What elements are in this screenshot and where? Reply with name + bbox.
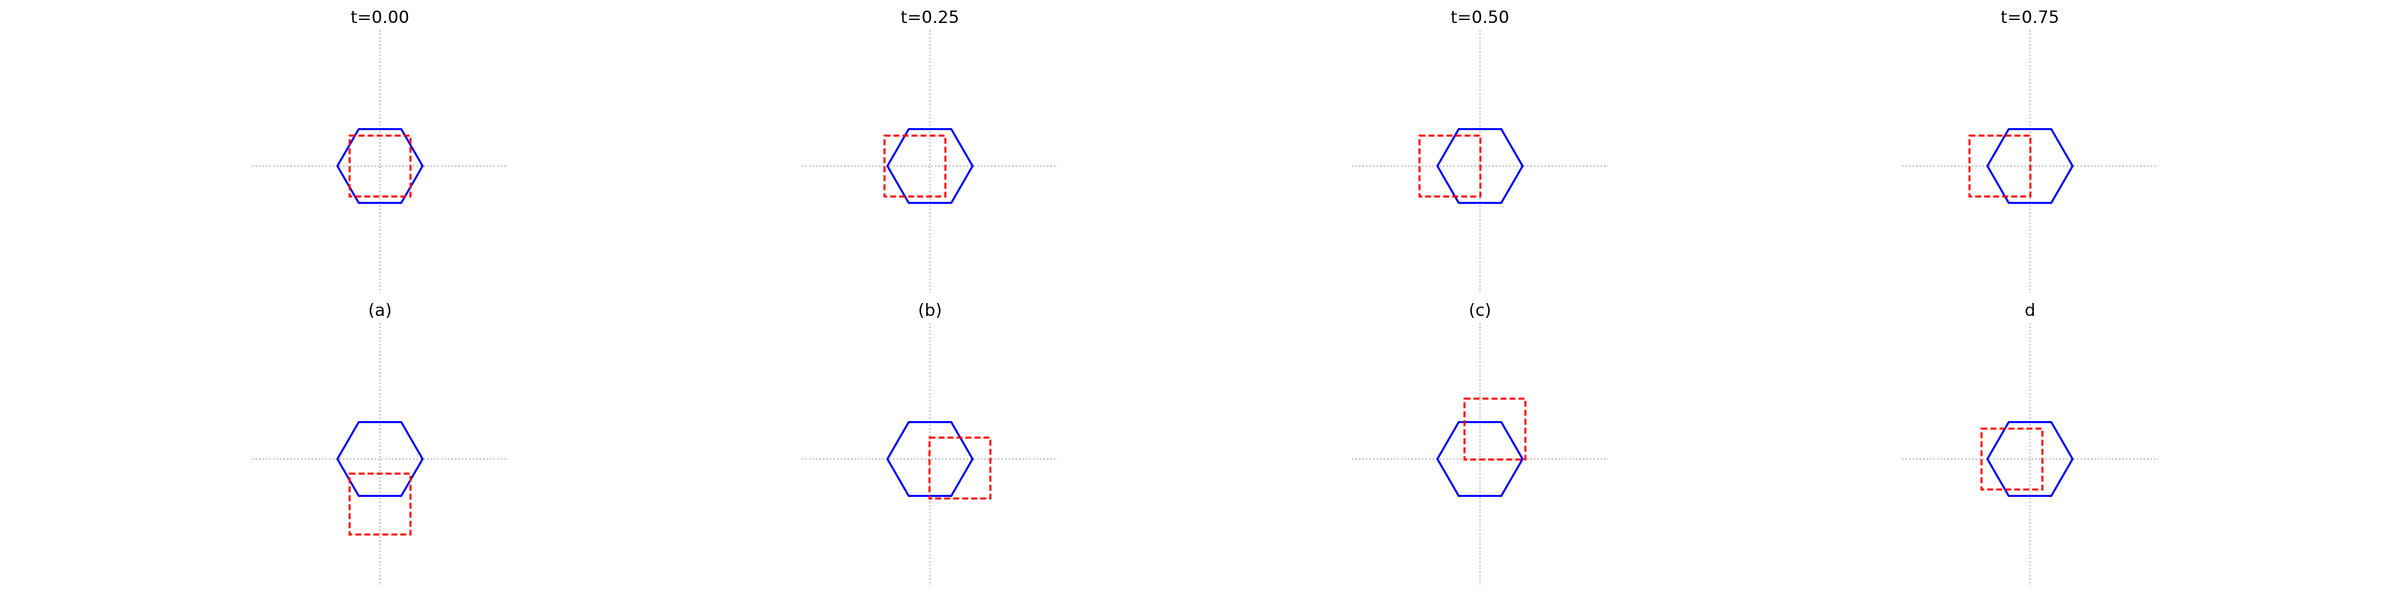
panel-p8: d	[1902, 301, 2158, 586]
panels-grid: t=0.00 t=0.25 t=0.50 t=0.75 (a) (b) (c) d	[252, 8, 2158, 586]
hexagon-shape	[1436, 128, 1524, 204]
panel-p1: t=0.00	[252, 8, 508, 293]
panel-p7: (c)	[1352, 301, 1608, 586]
rectangle-shape	[883, 134, 947, 198]
rectangle-shape	[1463, 397, 1527, 461]
panel-p2: t=0.25	[802, 8, 1058, 293]
panel-title: t=0.25	[901, 8, 960, 28]
hexagon-shape	[1436, 421, 1524, 497]
rectangle-shape	[348, 472, 412, 536]
rectangle-shape	[348, 134, 412, 198]
hexagon-shape	[1986, 421, 2074, 497]
panel-p5: (a)	[252, 301, 508, 586]
rectangle-shape	[1968, 134, 2032, 198]
panel-title: d	[2025, 301, 2036, 321]
rectangle-shape	[1980, 427, 2044, 491]
hexagon-shape	[886, 128, 974, 204]
panel-title: t=0.00	[351, 8, 410, 28]
panel-p4: t=0.75	[1902, 8, 2158, 293]
hexagon-shape	[886, 421, 974, 497]
hexagon-shape	[336, 128, 424, 204]
panel-p6: (b)	[802, 301, 1058, 586]
panel-title: (b)	[918, 301, 942, 321]
hexagon-shape	[1986, 128, 2074, 204]
rectangle-shape	[1418, 134, 1482, 198]
rectangle-shape	[928, 436, 992, 500]
panel-title: (c)	[1469, 301, 1492, 321]
panel-title: (a)	[368, 301, 392, 321]
panel-title: t=0.50	[1451, 8, 1510, 28]
panel-title: t=0.75	[2001, 8, 2060, 28]
panel-p3: t=0.50	[1352, 8, 1608, 293]
hexagon-shape	[336, 421, 424, 497]
